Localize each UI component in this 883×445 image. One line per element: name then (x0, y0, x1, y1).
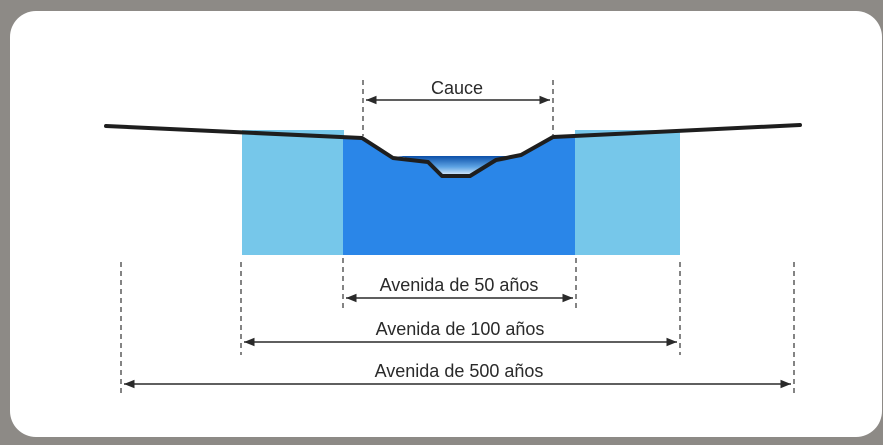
flood-100-label: Avenida de 100 años (376, 319, 545, 339)
flood-zone-50 (343, 136, 575, 255)
ground-profile (104, 123, 802, 178)
flood-zone-100-right (575, 130, 680, 255)
flood-500-label: Avenida de 500 años (375, 361, 544, 381)
flood-50-label: Avenida de 50 años (380, 275, 539, 295)
channel-label: Cauce (431, 78, 483, 98)
flood-zone-100-left (242, 130, 344, 255)
